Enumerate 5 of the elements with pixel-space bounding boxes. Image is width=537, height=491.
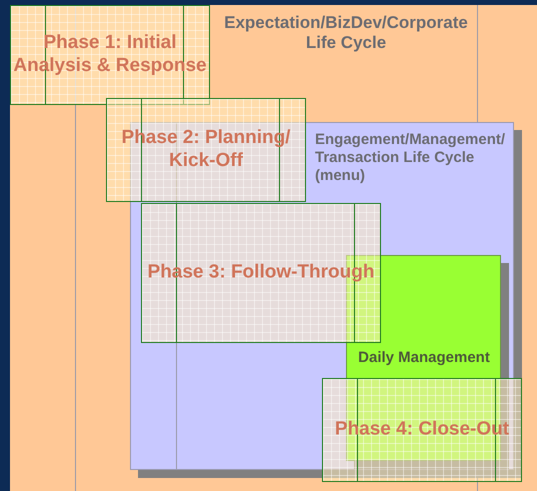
life-cycle-title: Expectation/BizDev/Corporate Life Cycle xyxy=(223,13,469,54)
life-cycle-title: Daily Management xyxy=(357,349,491,367)
life-cycle-panel xyxy=(10,5,537,491)
phase-box xyxy=(141,203,381,343)
life-cycle-title: Engagement/Management/Transaction Life Cycle (menu) xyxy=(315,131,506,185)
